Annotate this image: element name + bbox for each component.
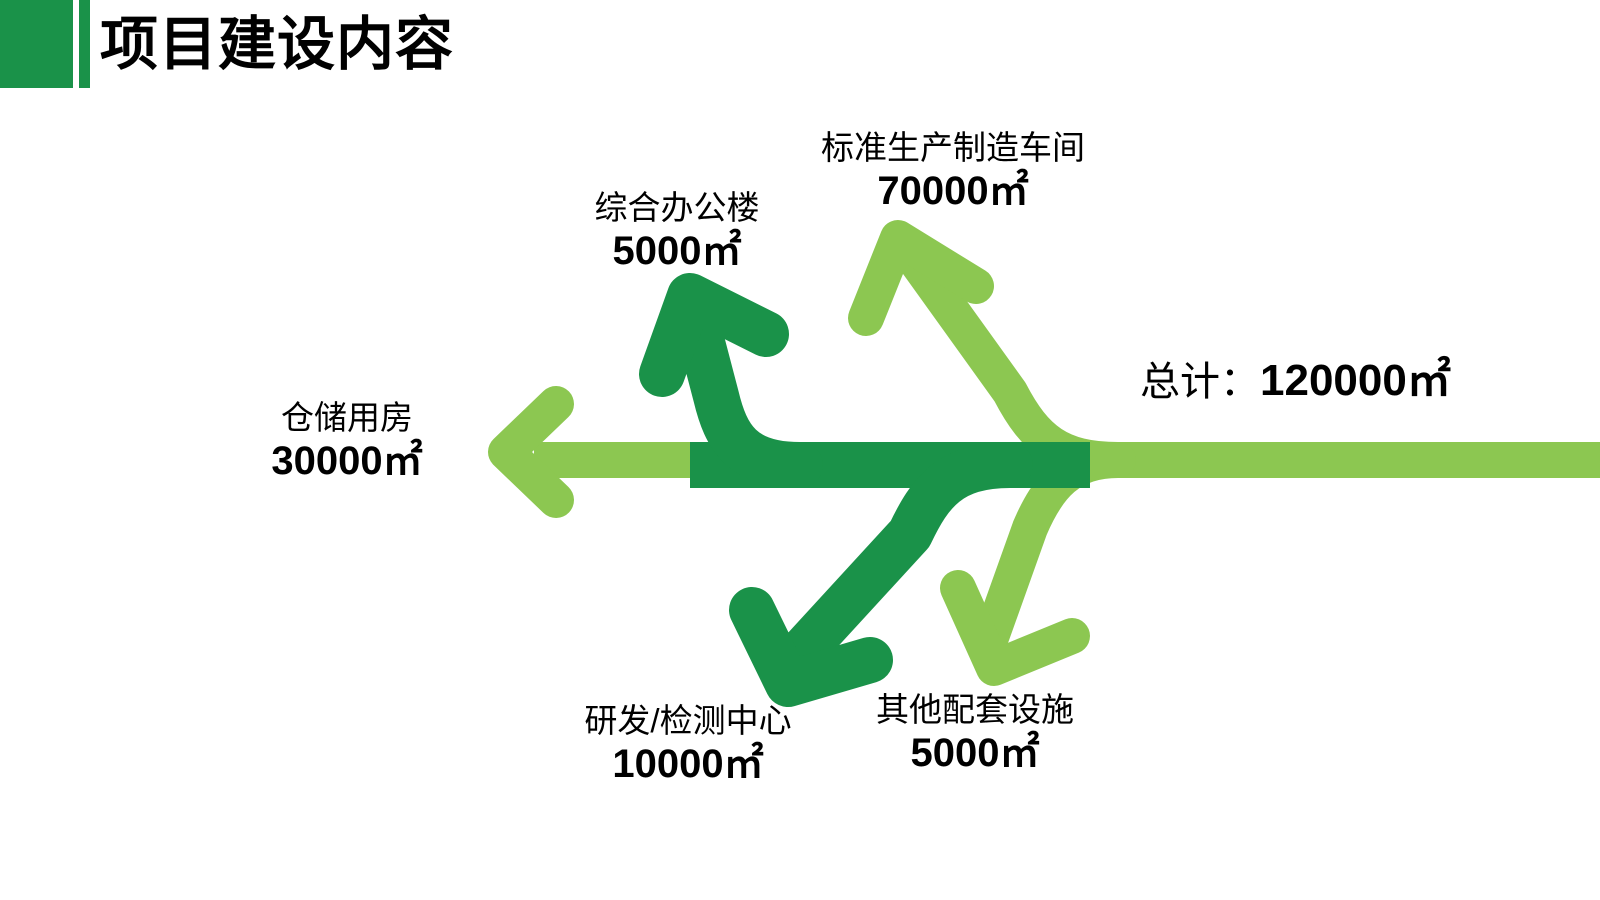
node-label-other: 其他配套设施 5000㎡ — [850, 691, 1100, 776]
node-name-workshop: 标准生产制造车间 — [821, 129, 1085, 166]
other-facilities-down-arrow — [940, 442, 1136, 686]
node-label-warehouse: 仓储用房 30000㎡ — [222, 399, 472, 484]
node-name-rnd: 研发/检测中心 — [584, 702, 792, 739]
node-value-rnd: 10000㎡ — [612, 741, 764, 786]
node-value-warehouse: 30000㎡ — [271, 438, 423, 483]
node-name-other: 其他配套设施 — [876, 691, 1074, 728]
page-title: 项目建设内容 — [100, 12, 455, 77]
total-label: 总计：120000㎡ — [1140, 356, 1451, 405]
total-caption: 总计： — [1140, 360, 1260, 404]
node-label-workshop: 标准生产制造车间 70000㎡ — [818, 129, 1088, 214]
node-name-office: 综合办公楼 — [594, 189, 760, 226]
header-accent-bar — [79, 0, 90, 88]
rnd-down-arrow — [729, 442, 1033, 707]
node-label-office: 综合办公楼 5000㎡ — [552, 189, 802, 274]
node-name-warehouse: 仓储用房 — [281, 399, 413, 436]
workshop-up-arrow — [848, 220, 1136, 478]
office-up-arrow — [639, 273, 823, 488]
total-value: 120000㎡ — [1260, 356, 1451, 405]
node-value-office: 5000㎡ — [612, 228, 742, 273]
node-value-workshop: 70000㎡ — [877, 168, 1029, 213]
node-label-rnd: 研发/检测中心 10000㎡ — [558, 702, 818, 787]
page-header: 项目建设内容 — [0, 0, 1600, 100]
header-accent-block — [0, 0, 73, 88]
node-value-other: 5000㎡ — [910, 730, 1040, 775]
